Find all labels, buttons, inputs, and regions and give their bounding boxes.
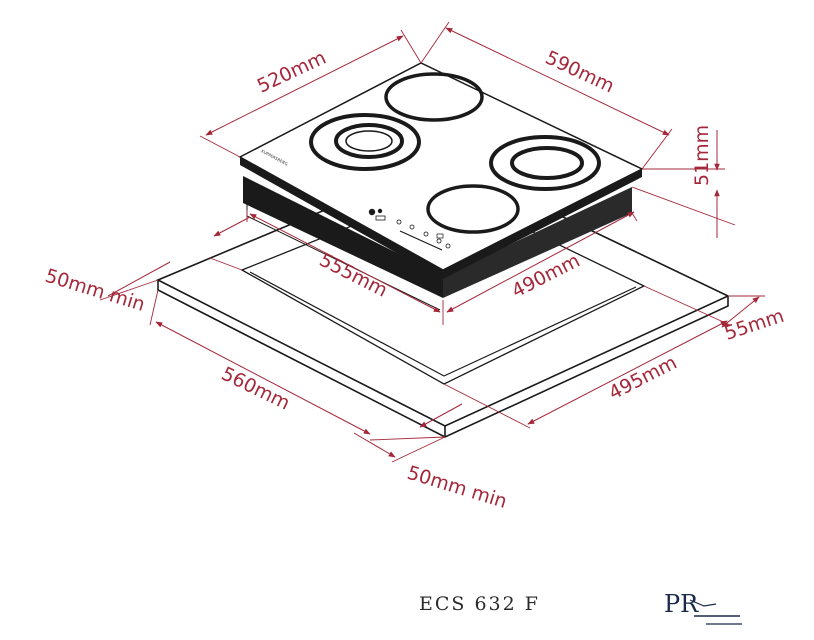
- model-name: ECS 632 F: [419, 593, 540, 615]
- dimension-side-clearance: 50mm min: [43, 216, 251, 316]
- label-50-front: 50mm min: [405, 462, 510, 513]
- dimension-countertop-depth: 560mm: [149, 289, 446, 441]
- burner-right-dual: [489, 135, 601, 191]
- label-495: 495mm: [605, 352, 680, 405]
- label-560: 560mm: [218, 363, 294, 415]
- label-50-side: 50mm min: [43, 265, 148, 316]
- brand-logo: PR: [664, 590, 742, 625]
- logo-letters: PR: [664, 590, 699, 618]
- label-51: 51mm: [691, 125, 713, 186]
- dimension-hob-height: 51mm: [631, 125, 736, 238]
- dimension-55: 55mm: [721, 295, 787, 345]
- label-590: 590mm: [542, 47, 618, 98]
- label-55: 55mm: [722, 305, 787, 345]
- dimension-front-clearance: 50mm min: [353, 403, 510, 513]
- label-520: 520mm: [254, 47, 330, 98]
